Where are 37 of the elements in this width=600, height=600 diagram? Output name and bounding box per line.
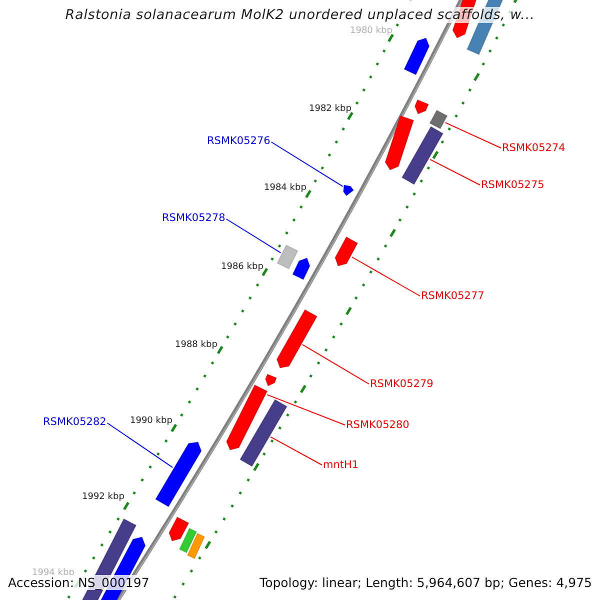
scale-label: 1980 kbp — [350, 26, 392, 36]
gene-block — [342, 184, 354, 196]
leader-line — [266, 394, 346, 426]
gene-block — [334, 236, 358, 266]
leader-line — [302, 344, 370, 384]
scale-label: 1984 kbp — [264, 183, 306, 193]
scale-label: 1982 kbp — [309, 104, 352, 114]
leader-line — [226, 218, 282, 254]
leader-line — [270, 142, 344, 187]
gene-label: mntH1 — [323, 459, 359, 471]
gene-block — [429, 110, 448, 130]
scale-label: 1986 kbp — [221, 262, 264, 272]
gene-label: RSMK05280 — [346, 419, 410, 431]
leader-line — [351, 256, 420, 296]
gene-block — [276, 309, 318, 368]
leader-line — [430, 158, 480, 186]
scale-label: 1994 kbp — [32, 568, 74, 578]
gene-block — [401, 126, 444, 186]
scale-label: 1990 kbp — [130, 416, 172, 426]
footer-text: Accession: NS_000197 — [8, 575, 150, 590]
gene-label: RSMK05275 — [481, 179, 544, 191]
footer-text: Topology: linear; Length: 5,964,607 bp; Genes: 4,975 — [260, 575, 592, 590]
gene-block — [154, 442, 202, 508]
gene-label: RSMK05274 — [502, 142, 566, 154]
scale-label: 1988 kbp — [175, 340, 218, 350]
leader-line — [270, 436, 322, 466]
gene-label: RSMK05276 — [207, 135, 270, 147]
gene-block — [276, 244, 298, 270]
gene-label: RSMK05277 — [421, 290, 484, 302]
leader-line — [444, 122, 502, 148]
gene-label: RSMK05282 — [43, 416, 106, 428]
gene-block — [226, 384, 268, 450]
gene-label: RSMK05278 — [162, 212, 226, 224]
gene-label: RSMK05279 — [370, 378, 434, 390]
scale-label: 1992 kbp — [82, 492, 124, 502]
gene-block — [239, 398, 288, 468]
leader-line — [106, 422, 174, 468]
